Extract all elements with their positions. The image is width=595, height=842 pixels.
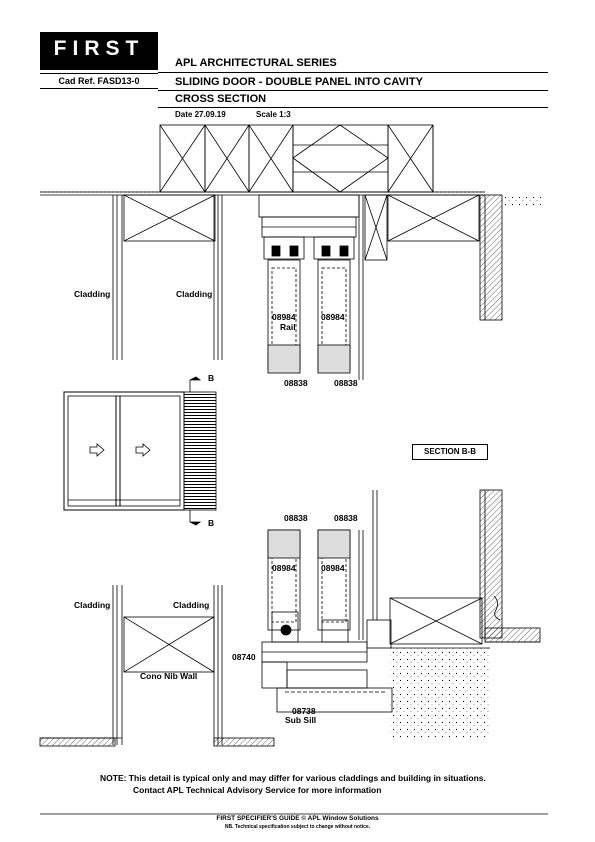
section-title-box: SECTION B-B [412, 444, 488, 460]
cladding-bottom [39, 585, 275, 747]
label-cladding-bl: Cladding [74, 600, 111, 610]
label-08984-d: 08984 [321, 563, 345, 573]
footer-line-2: NB. Technical specification subject to c… [224, 824, 371, 830]
head-track [258, 194, 364, 380]
section-marker-bottom: B [208, 518, 215, 528]
label-08984-a: 08984 [272, 312, 296, 322]
head-framing [40, 124, 485, 196]
sill-assembly [261, 611, 393, 713]
date-text: Date 27.09.19 [175, 110, 226, 119]
head-jamb-blocks [123, 194, 480, 261]
label-cladding-tl: Cladding [74, 289, 111, 299]
door-stiles-bottom [267, 490, 378, 640]
cad-ref: Cad Ref. FASD13-0 [40, 73, 158, 89]
right-wall-top [479, 194, 542, 321]
note-line-1: NOTE: This detail is typical only and ma… [100, 773, 486, 783]
first-logo: FIRST [40, 32, 158, 70]
label-08984-c: 08984 [272, 563, 296, 573]
label-sub-sill: Sub Sill [285, 715, 317, 725]
view-title: CROSS SECTION [175, 93, 267, 105]
cladding-top [112, 195, 223, 360]
title-rule-3 [158, 107, 548, 108]
label-08838-c: 08838 [284, 513, 308, 523]
label-08838-a: 08838 [284, 378, 308, 388]
label-cono-nib-wall: Cono Nib Wall [140, 671, 198, 681]
door-stiles-top [267, 259, 351, 374]
right-wall-bottom [479, 489, 541, 643]
note-line-2: Contact APL Technical Advisory Service f… [133, 785, 382, 795]
title-rule-1 [158, 72, 548, 73]
label-08984-b: 08984 [321, 312, 345, 322]
label-08838-d: 08838 [334, 513, 358, 523]
label-cladding-tr: Cladding [176, 289, 213, 299]
product-title: SLIDING DOOR - DOUBLE PANEL INTO CAVITY [175, 76, 423, 88]
section-marker-top: B [208, 373, 215, 383]
logo-text: FIRST [53, 37, 145, 60]
concrete-slab [389, 597, 490, 738]
series-title: APL ARCHITECTURAL SERIES [175, 57, 337, 69]
label-rail: Rail [280, 322, 296, 332]
door-elevation [63, 376, 217, 526]
footer-line-1: FIRST SPECIFIER'S GUIDE © APL Window Sol… [216, 815, 379, 822]
label-08740: 08740 [232, 652, 256, 662]
label-cladding-br: Cladding [173, 600, 210, 610]
label-08838-b: 08838 [334, 378, 358, 388]
label-08738: 08738 [292, 706, 316, 716]
scale-text: Scale 1:3 [256, 110, 291, 119]
title-rule-2 [158, 90, 548, 91]
